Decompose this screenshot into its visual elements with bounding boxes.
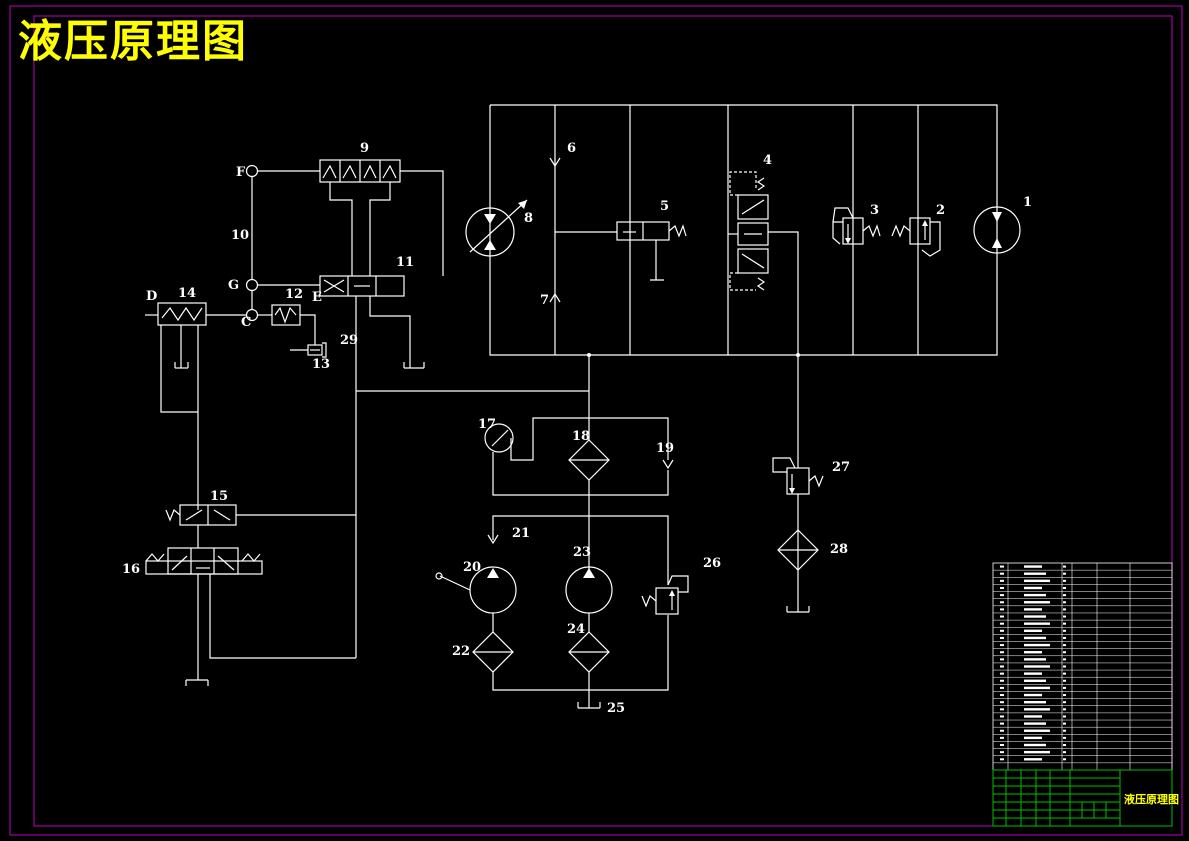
valve-5: 5 [555,199,687,281]
hydraulic-motor-1: 1 [973,195,1032,254]
relief-valve-3: 3 [832,203,881,245]
label-29: 29 [340,333,358,348]
label-12: 12 [285,287,303,302]
label-5: 5 [660,199,669,214]
valve-16: 16 [122,525,356,686]
outer-frame [9,5,1183,836]
label-25: 25 [607,701,625,716]
valve-11: 11 [258,255,425,658]
label-13: 13 [312,357,330,372]
label-21: 21 [512,526,530,541]
directional-valve-4: 4 [728,153,799,355]
check-valves-6-7: 6 7 [540,141,576,308]
component-13-29: 13 29 [290,333,358,372]
label-7: 7 [540,293,549,308]
port-G: G [228,278,239,293]
port-E: E [312,290,322,305]
valve-15: 15 [165,489,356,526]
ports: F G C E D 10 [146,164,322,330]
port-D: D [146,289,157,304]
label-23: 23 [573,545,591,560]
label-3: 3 [870,203,879,218]
label-17: 17 [478,417,496,432]
variable-pump-8: 8 [465,199,533,257]
label-4: 4 [763,153,772,168]
valve-9: 9 [258,141,444,276]
label-22: 22 [452,644,470,659]
filter-assembly-17-18-19: 17 18 19 [478,417,674,570]
label-20: 20 [463,560,481,575]
label-15: 15 [210,489,228,504]
component-12: 12 [258,287,316,345]
relief-valve-2: 2 [891,203,945,257]
title-block: 液压原理图 [992,769,1179,827]
charge-circuit-20-26: 21 20 23 26 22 24 25 [435,515,721,716]
label-8: 8 [524,211,533,226]
title-block-name: 液压原理图 [1124,792,1179,806]
cylinder-14: 14 [145,286,246,510]
label-2: 2 [936,203,945,218]
label-9: 9 [360,141,369,156]
port-F: F [236,165,246,180]
label-19: 19 [656,441,674,456]
label-11: 11 [396,255,414,270]
label-24: 24 [567,622,585,637]
inner-frame [33,15,1173,827]
relief-27-cooler-28: 27 28 [772,355,850,613]
parts-list-table [992,562,1173,771]
label-1: 1 [1023,195,1032,210]
main-loop [489,104,998,357]
label-28: 28 [830,542,848,557]
label-14: 14 [178,286,196,301]
label-26: 26 [703,556,721,571]
label-27: 27 [832,460,850,475]
label-16: 16 [122,562,140,577]
drawing-title: 液压原理图 [18,16,248,67]
label-18: 18 [572,429,590,444]
label-6: 6 [567,141,576,156]
port-C: C [241,315,251,330]
label-10: 10 [231,228,249,243]
